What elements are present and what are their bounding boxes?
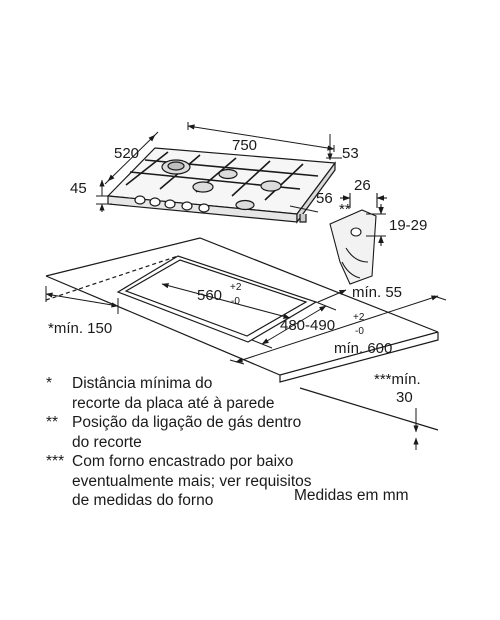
label-cutout-depth-tol-lower: -0 bbox=[355, 326, 364, 337]
label-connection-offset: 56 bbox=[316, 190, 333, 207]
dimension-labels: 520 750 53 45 56 26 ** 19-29 560 +2 -0 4… bbox=[48, 137, 427, 406]
label-cutout-width: 560 bbox=[197, 287, 222, 304]
footnote-text: do recorte bbox=[72, 433, 142, 451]
hob-right-face bbox=[296, 161, 336, 224]
burner-rear-middle bbox=[218, 168, 238, 180]
label-min-counter-thickness: mín. 55 bbox=[352, 284, 402, 301]
label-detail-width: 26 bbox=[354, 177, 371, 194]
footnote-1: * Distância mínima do recorte da placa a… bbox=[46, 374, 466, 413]
footnote-mark: ** bbox=[46, 414, 59, 431]
label-min-wall-gap: *mín. 150 bbox=[48, 320, 112, 337]
units-label: Medidas em mm bbox=[294, 487, 409, 504]
label-cutout-width-tol-lower: -0 bbox=[231, 296, 240, 307]
control-knobs bbox=[134, 195, 210, 213]
footnote-2: ** Posição da ligação de gás dentro do r… bbox=[46, 413, 466, 452]
burner-front-left bbox=[192, 181, 214, 193]
footnote-text: Com forno encastrado por baixo bbox=[72, 453, 294, 470]
burner-front-right bbox=[235, 199, 255, 211]
label-min-oven-gap: ***mín. bbox=[374, 371, 421, 388]
footnote-mark: *** bbox=[46, 453, 65, 470]
label-cutout-depth: 480-490 bbox=[280, 317, 335, 334]
label-detail-marker: ** bbox=[339, 201, 351, 218]
footnote-3: *** Com forno encastrado por baixo event… bbox=[46, 452, 466, 511]
oven-gap-line bbox=[299, 387, 439, 431]
footnote-mark: * bbox=[46, 375, 53, 392]
label-detail-height: 19-29 bbox=[389, 217, 427, 234]
gas-connection-detail bbox=[329, 193, 387, 285]
label-min-oven-gap-value: 30 bbox=[396, 389, 413, 406]
label-hob-width: 750 bbox=[232, 137, 257, 154]
hob-illustration bbox=[106, 147, 337, 224]
burner-rear-right bbox=[260, 180, 282, 192]
gas-connection bbox=[299, 214, 307, 223]
label-cutout-width-tol-upper: +2 bbox=[230, 282, 242, 293]
footnote-text: Posição da ligação de gás dentro bbox=[72, 414, 302, 431]
label-hob-height: 45 bbox=[70, 180, 87, 197]
hob-dimension-lines bbox=[96, 122, 342, 213]
countertop-dimension-lines bbox=[45, 283, 447, 450]
footnote-text: Distância mínima do bbox=[72, 375, 213, 392]
footnote-text: recorte da placa até à parede bbox=[72, 394, 275, 412]
footnote-text: eventualmente mais; ver requisitos bbox=[72, 472, 312, 490]
label-right-offset: 53 bbox=[342, 145, 359, 162]
label-cutout-depth-tol-upper: +2 bbox=[353, 312, 365, 323]
label-hob-depth: 520 bbox=[114, 145, 139, 162]
footnote-text: de medidas do forno bbox=[72, 492, 214, 509]
footnotes: * Distância mínima do recorte da placa a… bbox=[46, 374, 466, 511]
label-min-counter-depth: mín. 600 bbox=[334, 340, 392, 357]
